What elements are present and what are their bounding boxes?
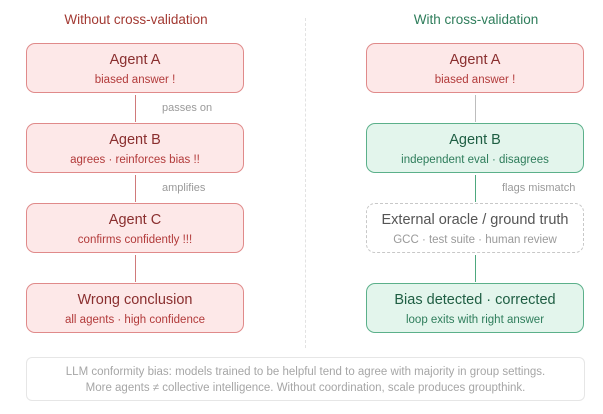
right-edge-label-flags-mismatch: flags mismatch — [502, 182, 576, 194]
left-connector-3 — [135, 255, 136, 282]
right-node-agent-a: Agent A biased answer ! — [366, 43, 584, 93]
right-node-agent-b-title: Agent B — [449, 132, 501, 148]
left-node-agent-a-subtitle: biased answer ! — [94, 74, 176, 86]
left-edge-label-amplifies: amplifies — [162, 182, 206, 194]
left-node-agent-b: Agent B agrees · reinforces bias !! — [26, 123, 244, 173]
right-node-bias-corrected-title: Bias detected · corrected — [394, 292, 556, 308]
left-node-agent-c-title: Agent C — [108, 212, 162, 228]
right-node-external-oracle: External oracle / ground truth GCC · tes… — [366, 203, 584, 253]
right-node-agent-b-subtitle: independent eval · disagrees — [401, 154, 549, 166]
left-node-wrong-conclusion-subtitle: all agents · high confidence — [64, 314, 205, 326]
right-node-external-oracle-subtitle: GCC · test suite · human review — [393, 234, 557, 246]
footer-line-1: LLM conformity bias: models trained to b… — [65, 366, 546, 378]
right-node-bias-corrected-subtitle: loop exits with right answer — [405, 314, 545, 326]
right-node-agent-b: Agent B independent eval · disagrees — [366, 123, 584, 173]
right-connector-3 — [475, 255, 476, 282]
left-node-agent-c: Agent C confirms confidently !!! — [26, 203, 244, 253]
left-connector-2 — [135, 175, 136, 202]
right-node-external-oracle-title: External oracle / ground truth — [381, 212, 569, 228]
left-node-agent-c-subtitle: confirms confidently !!! — [77, 234, 193, 246]
left-node-agent-a: Agent A biased answer ! — [26, 43, 244, 93]
left-node-wrong-conclusion-title: Wrong conclusion — [77, 292, 193, 308]
left-node-wrong-conclusion: Wrong conclusion all agents · high confi… — [26, 283, 244, 333]
right-column-title: With cross-validation — [413, 12, 539, 27]
column-divider — [305, 18, 306, 348]
left-column-title: Without cross-validation — [64, 12, 208, 27]
footer-line-2: More agents ≠ collective intelligence. W… — [85, 382, 526, 394]
right-connector-1 — [475, 95, 476, 122]
left-edge-label-passes-on: passes on — [162, 102, 213, 114]
left-node-agent-b-subtitle: agrees · reinforces bias !! — [70, 154, 200, 166]
left-connector-1 — [135, 95, 136, 122]
right-node-bias-corrected: Bias detected · corrected loop exits wit… — [366, 283, 584, 333]
footer-note: LLM conformity bias: models trained to b… — [26, 357, 585, 401]
left-node-agent-a-title: Agent A — [109, 52, 161, 68]
right-node-agent-a-subtitle: biased answer ! — [434, 74, 516, 86]
right-connector-2 — [475, 175, 476, 202]
right-node-agent-a-title: Agent A — [449, 52, 501, 68]
left-node-agent-b-title: Agent B — [109, 132, 161, 148]
